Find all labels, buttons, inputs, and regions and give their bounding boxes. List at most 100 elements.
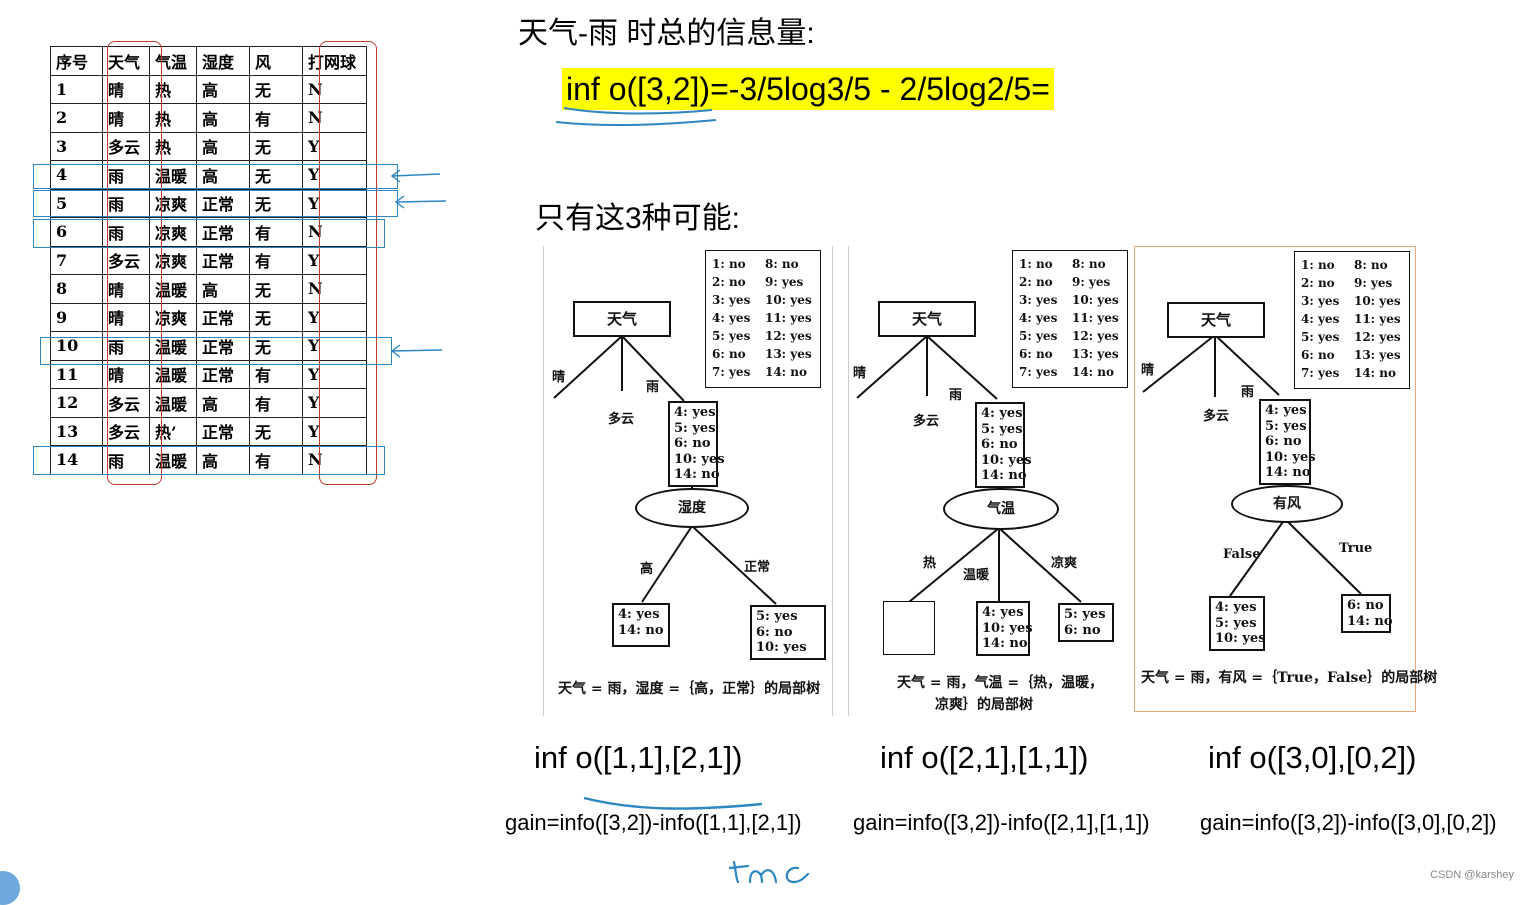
gain-expression-2: gain=info([3,2])-info([2,1],[1,1]) xyxy=(853,810,1150,835)
branch-label: 晴 xyxy=(552,370,566,385)
page-heading: 天气-雨 时总的信息量: xyxy=(518,17,815,50)
leaf-box: 6: no 14: no xyxy=(1341,594,1393,633)
summary-entry: 4: yes xyxy=(1019,311,1058,325)
edge-label: 温暖 xyxy=(963,568,990,583)
table-cell: Y xyxy=(302,388,367,418)
tree-caption: 天气 = 雨，气温 =｛热，温暖， xyxy=(897,675,1104,691)
table-cell: 10 xyxy=(50,331,103,361)
possibilities-heading: 只有这3种可能: xyxy=(535,202,741,235)
summary-entry: 12: yes xyxy=(764,329,812,343)
summary-entry: 12: yes xyxy=(1353,330,1401,344)
table-cell: 高 xyxy=(196,131,250,161)
split-node: 有风 xyxy=(1231,485,1343,523)
underline-annotation-2 xyxy=(583,796,763,810)
edge-label: False xyxy=(1223,547,1261,562)
table-cell: 正常 xyxy=(196,302,250,332)
summary-entry: 5: yes xyxy=(1301,330,1340,344)
summary-entry: 10: yes xyxy=(1353,294,1401,308)
table-cell: 正常 xyxy=(196,245,250,275)
table-cell: 凉爽 xyxy=(149,188,197,218)
summary-entry: 4: yes xyxy=(712,311,751,325)
table-cell: 正常 xyxy=(196,331,250,361)
table-cell: 雨 xyxy=(102,217,150,247)
summary-entry: 5: yes xyxy=(1019,329,1058,343)
summary-entry: 5: yes xyxy=(712,329,751,343)
summary-entry: 1: no xyxy=(712,257,746,271)
summary-entry: 14: no xyxy=(764,365,808,379)
table-cell: N xyxy=(302,103,367,133)
table-cell: 有 xyxy=(249,103,303,133)
summary-entry: 6: no xyxy=(1301,348,1335,362)
summary-entry: 13: yes xyxy=(1071,347,1119,361)
subset-box: 4: yes 5: yes 6: no 10: yes 14: no xyxy=(668,401,725,487)
table-cell: N xyxy=(302,274,367,304)
summary-entry: 12: yes xyxy=(1071,329,1119,343)
table-cell: 晴 xyxy=(102,274,150,304)
table-cell: 无 xyxy=(249,302,303,332)
summary-entry: 11: yes xyxy=(1353,312,1401,326)
table-cell: 高 xyxy=(196,74,250,104)
table-cell: Y xyxy=(302,245,367,275)
summary-entry: 11: yes xyxy=(1071,311,1119,325)
table-cell: 无 xyxy=(249,188,303,218)
table-cell: 14 xyxy=(50,445,103,475)
col-header: 湿度 xyxy=(196,46,250,76)
branch-label: 晴 xyxy=(853,366,867,381)
summary-entry: 10: yes xyxy=(1071,293,1119,307)
table-cell: 热 xyxy=(149,131,197,161)
tree-caption: 天气 = 雨，湿度 =｛高，正常｝的局部树 xyxy=(558,681,821,697)
table-cell: 有 xyxy=(249,388,303,418)
branch-label: 多云 xyxy=(913,414,940,429)
leaf-box: 4: yes 14: no xyxy=(612,603,670,647)
table-cell: Y xyxy=(302,416,367,446)
summary-row: 5: yes 12: yes xyxy=(1019,327,1121,345)
table-cell: 3 xyxy=(50,131,103,161)
row-highlight-14 xyxy=(33,446,385,475)
root-node: 天气 xyxy=(878,301,976,337)
root-node: 天气 xyxy=(573,301,671,337)
table-cell: 无 xyxy=(249,131,303,161)
table-cell: 有 xyxy=(249,445,303,475)
table-cell: 高 xyxy=(196,388,250,418)
leaf-box: 5: yes 6: no xyxy=(1058,603,1114,642)
table-cell: 1 xyxy=(50,74,103,104)
table-cell: 无 xyxy=(249,331,303,361)
table-cell: 温暖 xyxy=(149,274,197,304)
edge-label: 凉爽 xyxy=(1051,556,1078,571)
summary-entry: 8: no xyxy=(1353,258,1388,272)
branch-label: 晴 xyxy=(1141,363,1155,378)
table-cell: 雨 xyxy=(102,331,150,361)
tree-caption: 天气 = 雨，有风 =｛True，False｝的局部树 xyxy=(1141,670,1438,686)
empty-leaf-box xyxy=(883,601,935,655)
subset-box: 4: yes 5: yes 6: no 10: yes 14: no xyxy=(975,402,1032,488)
branch-label: 雨 xyxy=(1241,385,1255,400)
table-cell: 9 xyxy=(50,302,103,332)
corner-decoration xyxy=(0,871,20,905)
table-cell: N xyxy=(302,445,367,475)
leaf-box: 4: yes 10: yes 14: no xyxy=(976,601,1033,656)
table-cell: 晴 xyxy=(102,103,150,133)
row-highlight-10 xyxy=(40,337,392,365)
summary-entry: 1: no xyxy=(1019,257,1053,271)
split-node: 气温 xyxy=(943,488,1059,530)
table-cell: 热 xyxy=(149,103,197,133)
table-cell: 多云 xyxy=(102,388,150,418)
table-cell: 正常 xyxy=(196,217,250,247)
summary-row: 5: yes 12: yes xyxy=(712,327,814,345)
watermark: CSDN @karshey xyxy=(1430,869,1514,881)
